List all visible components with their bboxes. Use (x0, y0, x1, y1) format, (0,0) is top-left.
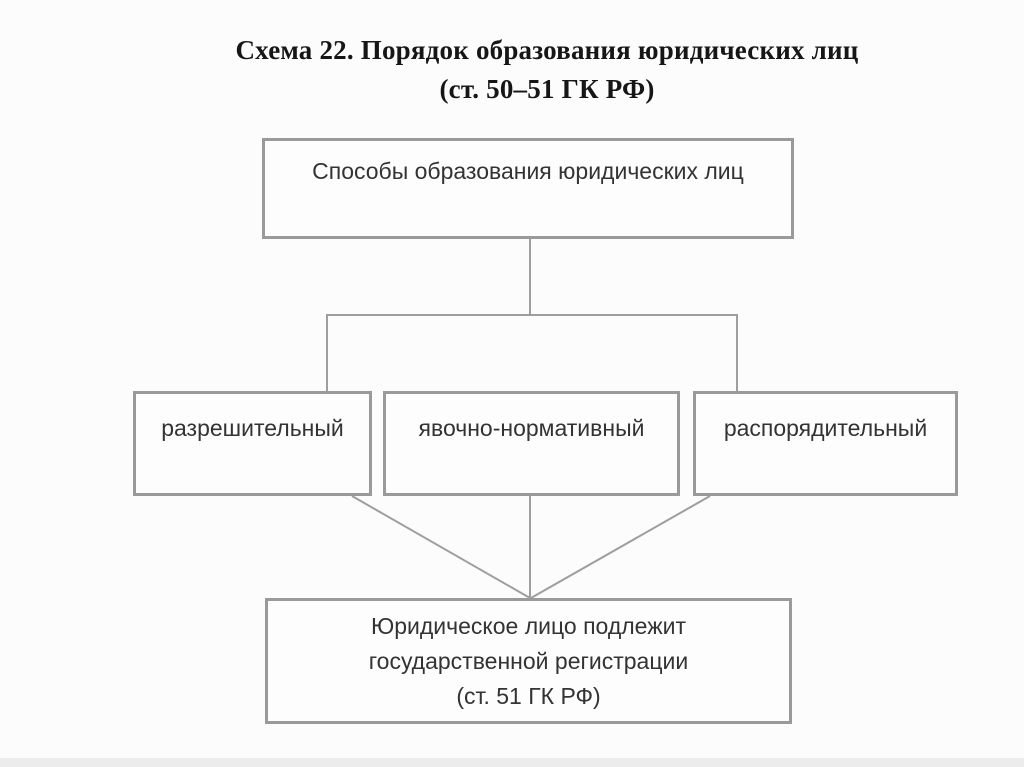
connector-right-diagonal (531, 496, 710, 598)
node-method-declarative-normative: явочно-нормативный (383, 391, 680, 496)
node-label: разрешительный (161, 415, 344, 441)
node-state-registration: Юридическое лицо подлежит государственно… (265, 598, 792, 724)
slide-bottom-edge (0, 758, 1024, 767)
node-label-line2: государственной регистрации (268, 644, 789, 679)
connector-left-diagonal (352, 496, 530, 598)
node-label: Способы образования юридических лиц (312, 158, 744, 184)
node-label: распорядительный (724, 415, 927, 441)
node-label-line1: Юридическое лицо подлежит (268, 609, 789, 644)
node-label: явочно-нормативный (419, 415, 645, 441)
node-formation-methods: Способы образования юридических лиц (262, 138, 794, 239)
node-label-line3: (ст. 51 ГК РФ) (268, 679, 789, 714)
node-method-administrative: распорядительный (693, 391, 958, 496)
node-method-permissive: разрешительный (133, 391, 372, 496)
